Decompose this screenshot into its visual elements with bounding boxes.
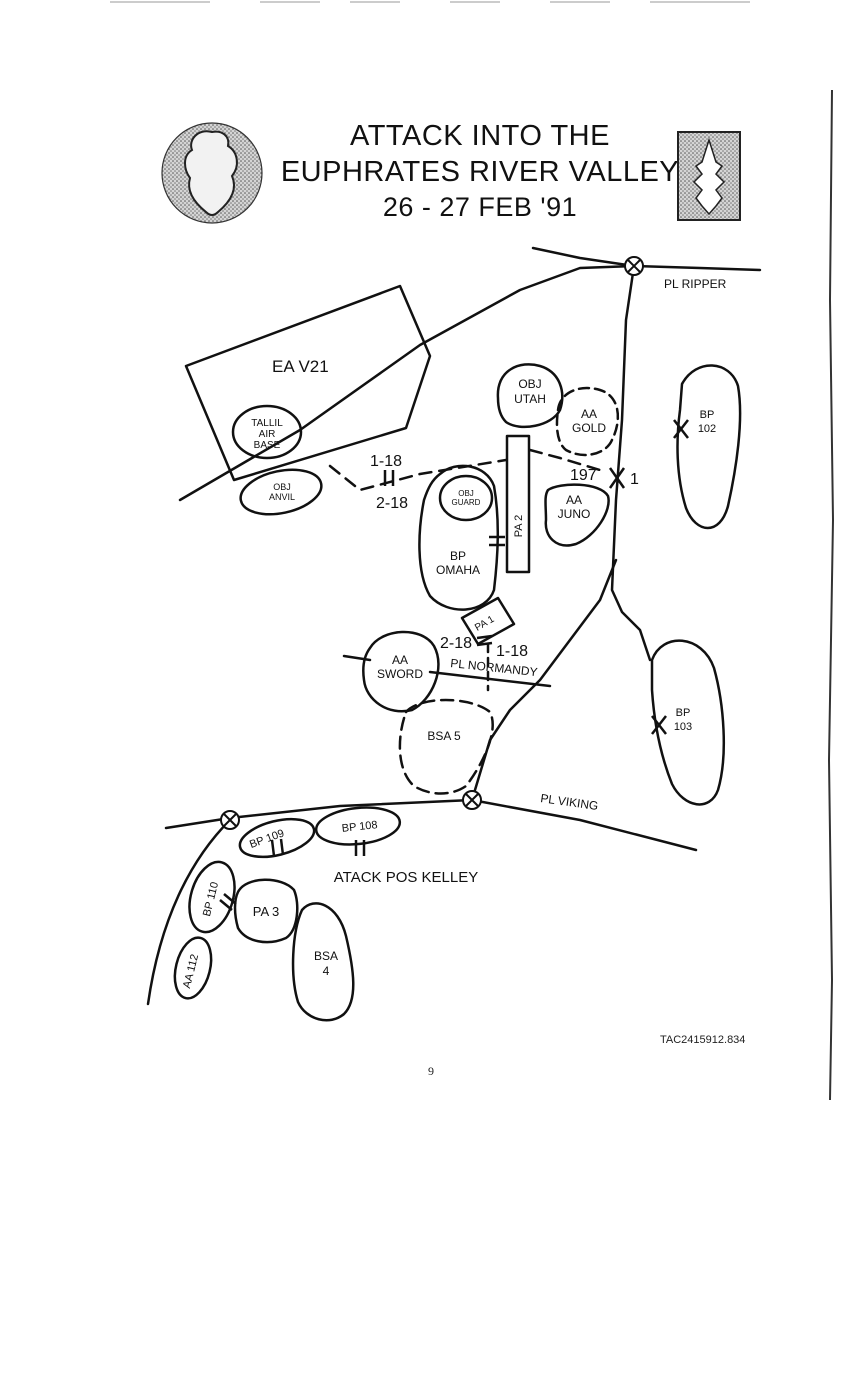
junction-ripper-icon <box>624 256 644 276</box>
bp103-label-1: BP <box>676 707 691 719</box>
boundary-north-lower-label: 2-18 <box>376 495 408 512</box>
pa2-label: PA 2 <box>513 515 525 537</box>
pl-ripper-line <box>531 246 762 272</box>
bsa5-label: BSA 5 <box>427 729 461 743</box>
bsa4-label-2: 4 <box>323 964 330 978</box>
tallil-air-base <box>231 404 303 460</box>
pl-viking-label: PL VIKING <box>540 791 600 813</box>
bp102-label-1: BP <box>700 409 715 421</box>
pa1-label: PA 1 <box>473 614 497 634</box>
aa-sword-label-2: SWORD <box>377 667 423 681</box>
junction-viking-icon <box>462 790 482 810</box>
route-east <box>610 264 652 662</box>
obj-guard-label-2: GUARD <box>452 498 481 507</box>
document-id: TAC2415912.834 <box>660 1034 746 1046</box>
main-route-north <box>178 264 636 502</box>
bp108-label: BP 108 <box>341 819 378 835</box>
bp109-label: BP 109 <box>248 827 286 851</box>
bp103-x-icon <box>651 715 667 735</box>
aa-gold-label-1: AA <box>581 407 597 421</box>
air-base-label-1: TALLIL <box>251 418 283 429</box>
unit-crest-icon <box>677 131 741 221</box>
bp102-label-2: 102 <box>698 423 716 435</box>
title-line-2: EUPHRATES RIVER VALLEY <box>280 156 680 188</box>
obj-anvil <box>239 468 323 516</box>
boundary-south-right-label: 1-18 <box>496 643 528 660</box>
bp-omaha-label-2: OMAHA <box>436 563 480 577</box>
junction-west-icon <box>220 810 240 830</box>
brigade-x-icon <box>608 467 626 489</box>
obj-utah-label-1: OBJ <box>518 377 541 391</box>
pl-normandy-line <box>342 654 372 662</box>
obj-utah <box>496 363 564 429</box>
aa-gold-label-2: GOLD <box>572 421 606 435</box>
aa-112 <box>173 936 213 1000</box>
brigade-left-label: 197 <box>570 467 597 484</box>
pl-normandy-line-2 <box>428 670 552 688</box>
bp-103 <box>650 639 726 806</box>
bp110-label: BP 110 <box>201 881 221 918</box>
aa-sword <box>362 630 440 713</box>
pa3-label: PA 3 <box>253 904 280 919</box>
bsa-4 <box>291 902 355 1022</box>
southern-arc <box>146 818 232 1006</box>
boundary-ticks <box>219 470 505 911</box>
title-line-1: ATTACK INTO THE <box>350 120 610 152</box>
obj-anvil-label-2: ANVIL <box>269 492 295 502</box>
title-line-3: 26 - 27 FEB '91 <box>382 192 578 222</box>
air-base-label-3: BASE <box>254 440 281 451</box>
bp-110 <box>188 860 236 934</box>
bp-109 <box>238 817 316 859</box>
division-patch-icon <box>161 122 263 224</box>
scan-edge <box>827 89 835 1101</box>
pa-2-area <box>505 434 531 574</box>
boundary-south-left-label: 2-18 <box>440 635 472 652</box>
page-number: 9 <box>428 1064 434 1078</box>
aa-sword-label-1: AA <box>392 653 408 667</box>
bp-omaha <box>418 464 500 611</box>
pl-viking-line <box>164 798 698 852</box>
aa-juno-label-2: JUNO <box>558 507 591 521</box>
pl-ripper-label: PL RIPPER <box>664 277 727 291</box>
bp103-label-2: 103 <box>674 721 692 733</box>
obj-guard-label-1: OBJ <box>458 489 474 498</box>
bsa-5 <box>398 698 494 795</box>
obj-utah-label-2: UTAH <box>514 392 546 406</box>
bp-omaha-label-1: BP <box>450 549 466 563</box>
bp-102 <box>676 364 742 530</box>
bsa4-label-1: BSA <box>314 949 338 963</box>
aa112-label: AA 112 <box>181 953 201 990</box>
air-base-label-2: AIR <box>259 429 276 440</box>
brigade-boundary-north <box>328 458 508 492</box>
aa-gold <box>555 386 620 457</box>
brigade-boundary-north-2 <box>528 448 602 472</box>
bp-108 <box>314 806 402 846</box>
attack-position-label: ATACK POS KELLEY <box>334 869 479 886</box>
bp102-x-icon <box>673 419 689 439</box>
obj-guard <box>438 474 494 522</box>
ea-v21-label: EA V21 <box>272 357 329 376</box>
obj-anvil-label-1: OBJ <box>273 482 291 492</box>
ea-v21-area <box>184 284 432 482</box>
pa-3-area <box>233 878 299 944</box>
pa-1-area <box>460 596 516 646</box>
boundary-north-upper-label: 1-18 <box>370 453 402 470</box>
aa-juno <box>544 483 610 547</box>
brigade-right-label: 1 <box>630 471 639 488</box>
aa-juno-label-1: AA <box>566 493 582 507</box>
